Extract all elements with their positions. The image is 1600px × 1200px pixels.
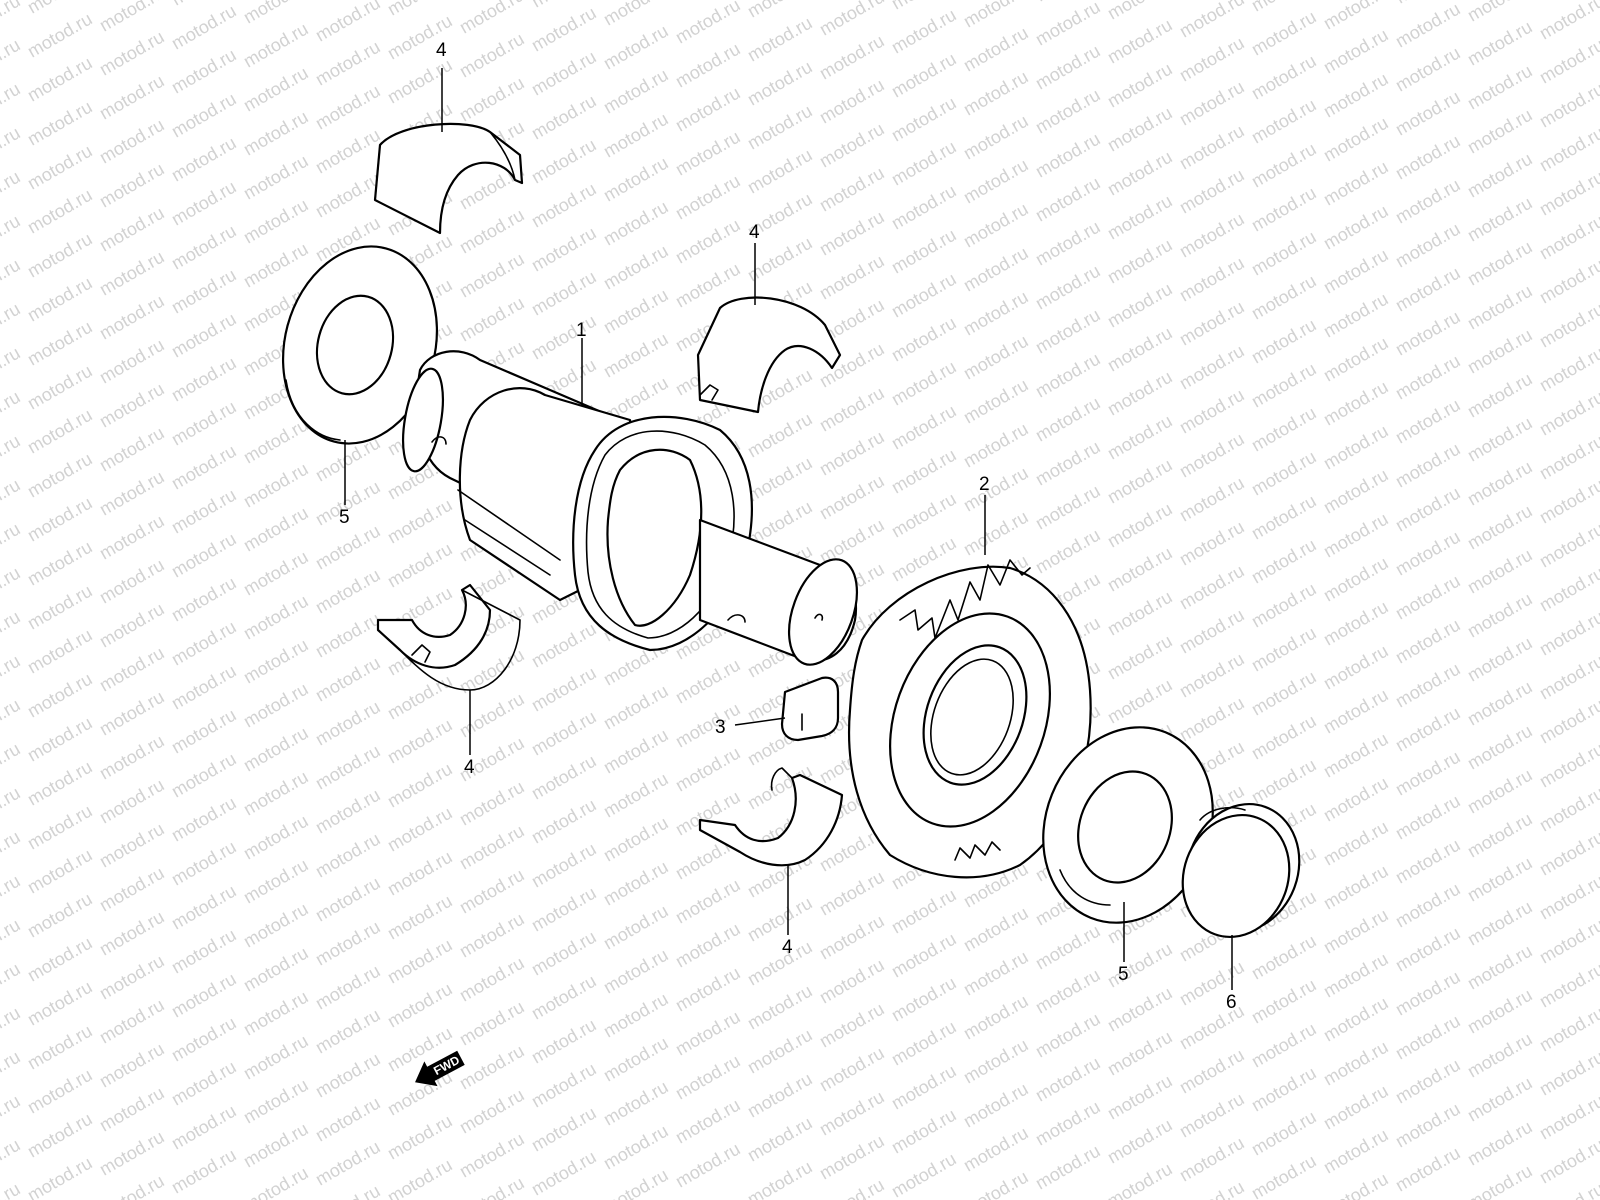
watermark-text: motod.ru bbox=[0, 1179, 24, 1200]
callout-2: 2 bbox=[979, 474, 990, 495]
watermark-text: motod.ru bbox=[1536, 0, 1600, 43]
thrust-washer-left[interactable] bbox=[252, 229, 459, 464]
leader-lines bbox=[344, 68, 1233, 990]
balancer-driven-gear[interactable] bbox=[847, 559, 1092, 879]
callout-4-bottom-right: 4 bbox=[782, 937, 793, 958]
bearing-shell-bottom-left[interactable] bbox=[376, 583, 521, 691]
bearing-shell-top-left[interactable] bbox=[373, 122, 524, 235]
callout-6: 6 bbox=[1226, 992, 1237, 1013]
callout-labels: 4 4 1 5 2 3 4 4 5 6 bbox=[339, 40, 1237, 1013]
shaft-key[interactable] bbox=[780, 676, 840, 742]
callout-4-top-right: 4 bbox=[749, 222, 760, 243]
callout-3: 3 bbox=[715, 717, 726, 738]
end-cap[interactable] bbox=[1166, 788, 1317, 952]
callout-4-bottom-left: 4 bbox=[464, 757, 475, 778]
callout-5-right: 5 bbox=[1118, 964, 1129, 985]
callout-1: 1 bbox=[576, 320, 587, 341]
balancer-shaft[interactable] bbox=[396, 350, 870, 674]
bearing-shell-top-right[interactable] bbox=[696, 296, 842, 414]
callout-4-top-left: 4 bbox=[436, 40, 447, 61]
thrust-washer-right[interactable] bbox=[1015, 702, 1242, 949]
bearing-shell-bottom-right[interactable] bbox=[698, 767, 844, 867]
callout-5-left: 5 bbox=[339, 507, 350, 528]
